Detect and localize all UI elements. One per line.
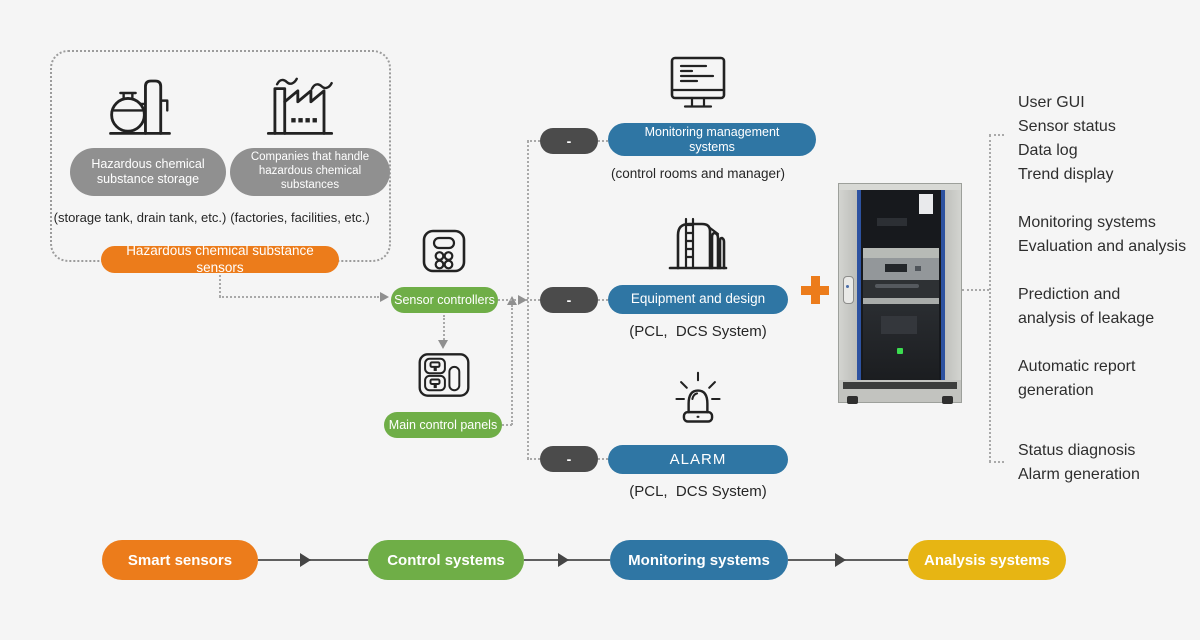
companies-label: Companies that handle hazardous chemical…	[250, 151, 370, 191]
row3-caption: (PCL, DCS System)	[629, 483, 767, 500]
flow-step-smart-sensors: Smart sensors	[102, 540, 258, 580]
connector-trunk-top-stub	[527, 140, 540, 142]
feature-group-monitoring: Monitoring systems Evaluation and analys…	[1018, 211, 1186, 259]
hazardous-sensors-label: Hazardous chemical substance sensors	[126, 243, 314, 275]
flow-arrow-2	[558, 553, 569, 567]
main-control-panels-label: Main control panels	[388, 417, 498, 432]
factory-icon	[264, 70, 336, 140]
feature-line: User GUI	[1018, 94, 1085, 111]
connector-sensors-right	[219, 296, 379, 298]
hazardous-sensors-pill: Hazardous chemical substance sensors	[101, 243, 339, 275]
feature-group-status: Status diagnosis Alarm generation	[1018, 439, 1140, 487]
flow-step-control-systems: Control systems	[368, 540, 524, 580]
server-rack-photo	[838, 183, 962, 404]
feature-group-gui: User GUI Sensor status Data log Trend di…	[1018, 91, 1116, 187]
equipment-design-label: Equipment and design	[630, 291, 766, 307]
control-panel-icon	[417, 351, 471, 399]
storage-tank-icon	[666, 212, 730, 274]
sensor-controllers-pill: Sensor controllers	[391, 287, 498, 313]
alarm-label: ALARM	[669, 450, 727, 468]
feature-line: analysis of leakage	[1018, 310, 1155, 327]
flow-line-3	[788, 559, 908, 561]
connector-row2-dots	[598, 299, 608, 301]
flow-line-1	[258, 559, 368, 561]
flow-arrow-1	[300, 553, 311, 567]
connector-trunk-vertical	[527, 141, 529, 459]
plus-icon	[801, 276, 829, 304]
flow-step-label: Monitoring systems	[628, 551, 770, 569]
monitoring-management-label: Monitoring management systems	[644, 124, 780, 154]
arrow-to-trunk	[518, 295, 527, 305]
feature-line: Data log	[1018, 142, 1078, 159]
feature-line: Automatic report	[1018, 358, 1136, 375]
flow-step-monitoring-systems: Monitoring systems	[610, 540, 788, 580]
connector-sensors-down	[219, 275, 221, 297]
connector-panels-up	[511, 305, 513, 425]
row2-caption: (PCL, DCS System)	[629, 323, 767, 340]
feature-line: Status diagnosis	[1018, 442, 1136, 459]
flow-step-label: Smart sensors	[127, 551, 233, 569]
chemical-storage-icon	[104, 70, 176, 140]
row2-tag: -	[566, 291, 572, 308]
connector-rack-right	[962, 289, 989, 291]
row1-tag-pill: -	[540, 128, 598, 154]
storage-label-pill: Hazardous chemical substance storage	[70, 148, 226, 196]
connector-panels-right	[502, 424, 512, 426]
feature-line: generation	[1018, 382, 1094, 399]
storage-caption: (storage tank, drain tank, etc.)	[53, 210, 227, 225]
feature-line: Trend display	[1018, 166, 1114, 183]
monitoring-management-pill: Monitoring management systems	[608, 123, 816, 156]
connector-row1-dots	[598, 140, 608, 142]
monitor-icon	[666, 52, 730, 114]
feature-line: Sensor status	[1018, 118, 1116, 135]
connector-row3-dots	[598, 458, 608, 460]
feature-group-report: Automatic report generation	[1018, 355, 1135, 403]
connector-features-vertical	[989, 135, 991, 462]
flow-step-label: Control systems	[387, 551, 505, 569]
companies-label-pill: Companies that handle hazardous chemical…	[230, 148, 390, 196]
flow-step-analysis-systems: Analysis systems	[908, 540, 1066, 580]
sensor-controller-icon	[420, 227, 468, 275]
connector-trunk-bottom-stub	[527, 458, 540, 460]
main-control-panels-pill: Main control panels	[384, 412, 502, 438]
equipment-design-pill: Equipment and design	[608, 285, 788, 314]
flow-step-label: Analysis systems	[924, 551, 1050, 569]
row3-tag-pill: -	[540, 446, 598, 472]
alarm-pill: ALARM	[608, 445, 788, 474]
sensor-controllers-label: Sensor controllers	[394, 292, 495, 307]
row2-tag-pill: -	[540, 287, 598, 313]
storage-label: Hazardous chemical substance storage	[91, 157, 205, 186]
connector-features-top-stub	[989, 134, 1004, 136]
feature-line: Alarm generation	[1018, 466, 1140, 483]
feature-line: Monitoring systems	[1018, 214, 1156, 231]
feature-line: Evaluation and analysis	[1018, 238, 1187, 255]
companies-caption: (factories, facilities, etc.)	[230, 210, 370, 225]
row3-tag: -	[566, 450, 572, 467]
arrow-into-sensor-controllers	[380, 292, 389, 302]
connector-features-bottom-stub	[989, 461, 1004, 463]
connector-controllers-down	[443, 315, 445, 340]
row1-caption: (control rooms and manager)	[610, 166, 786, 181]
arrow-into-main-panels	[438, 340, 448, 349]
flow-arrow-3	[835, 553, 846, 567]
row1-tag: -	[566, 132, 572, 149]
siren-icon	[668, 368, 728, 430]
feature-line: Prediction and	[1018, 286, 1121, 303]
feature-group-prediction: Prediction and analysis of leakage	[1018, 283, 1154, 331]
